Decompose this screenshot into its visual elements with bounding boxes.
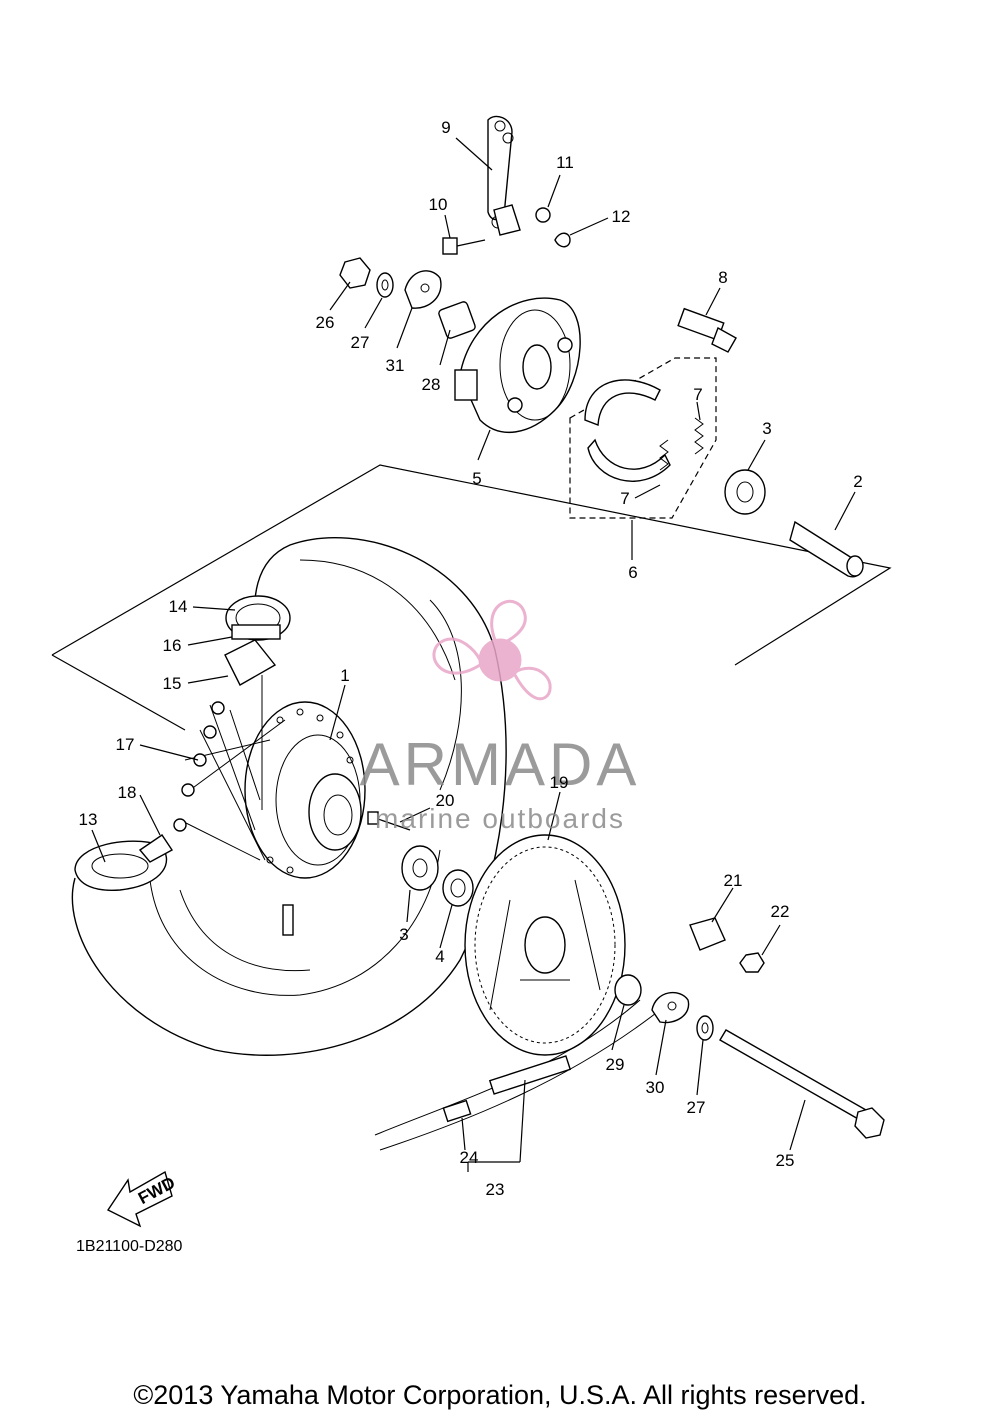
callout-labels: 1 2 3 3 4 5 6 7 7 8 9 10 11 12 13 14 15 … <box>79 118 863 1199</box>
collar-28 <box>438 301 476 339</box>
watermark: ARMADA marine outboards <box>360 599 641 834</box>
callout-20: 20 <box>436 791 455 810</box>
chain-puller-31 <box>404 270 442 309</box>
callout-25: 25 <box>776 1151 795 1170</box>
callout-2: 2 <box>853 472 862 491</box>
callout-24: 24 <box>460 1148 479 1167</box>
callout-1: 1 <box>340 666 349 685</box>
axle-nut-26 <box>339 257 371 289</box>
callout-29: 29 <box>606 1055 625 1074</box>
callout-7-upper: 7 <box>693 385 702 404</box>
watermark-brand: ARMADA <box>360 731 641 798</box>
axle-25 <box>719 1029 885 1139</box>
assembly-outline <box>51 464 892 666</box>
nut-11 <box>535 207 551 223</box>
callout-15: 15 <box>163 674 182 693</box>
callout-16: 16 <box>163 636 182 655</box>
drive-chain <box>374 999 661 1151</box>
callout-6: 6 <box>628 563 637 582</box>
diagram-code: 1B21100-D280 <box>76 1238 183 1255</box>
wheel-hub <box>244 701 366 879</box>
callout-12: 12 <box>612 207 631 226</box>
brake-panel <box>454 297 581 434</box>
oil-seal-4 <box>442 869 474 907</box>
callout-23: 23 <box>486 1180 505 1199</box>
bolt-10 <box>442 237 486 255</box>
callout-9: 9 <box>441 118 450 137</box>
cotter-pin-12 <box>554 232 571 248</box>
callout-22: 22 <box>771 902 790 921</box>
callout-18: 18 <box>118 783 137 802</box>
forward-arrow: FWD <box>106 1170 178 1228</box>
callout-4: 4 <box>435 947 444 966</box>
nut-22 <box>739 952 765 973</box>
bolt-20 <box>367 811 411 831</box>
brake-cam-lever <box>487 115 521 236</box>
bearing-3-lower <box>401 845 439 891</box>
sprocket <box>464 834 626 1056</box>
brake-shoe-set-box <box>569 357 717 519</box>
collar-29 <box>614 974 642 1006</box>
watermark-logo <box>432 599 552 701</box>
callout-26: 26 <box>316 313 335 332</box>
callout-5: 5 <box>472 469 481 488</box>
callout-31: 31 <box>386 356 405 375</box>
callout-13: 13 <box>79 810 98 829</box>
assembly-outline-left <box>51 654 186 731</box>
callout-7-lower: 7 <box>620 489 629 508</box>
callout-10: 10 <box>429 195 448 214</box>
callout-3-upper: 3 <box>762 419 771 438</box>
callout-11: 11 <box>556 153 574 172</box>
watermark-tagline: marine outboards <box>375 803 625 834</box>
leader-lines <box>91 137 856 1172</box>
callout-21: 21 <box>724 871 743 890</box>
spacer-2 <box>789 520 864 578</box>
callout-27-upper: 27 <box>351 333 370 352</box>
copyright-notice: ©2013 Yamaha Motor Corporation, U.S.A. A… <box>133 1380 867 1410</box>
springs <box>659 417 704 471</box>
callout-17: 17 <box>116 735 135 754</box>
callout-30: 30 <box>646 1078 665 1097</box>
washer-27-lower <box>696 1015 714 1041</box>
plate-21 <box>689 917 726 951</box>
bearing-3-upper <box>724 469 766 515</box>
callout-27-lower: 27 <box>687 1098 706 1117</box>
spokes <box>173 675 286 861</box>
chain-puller-30 <box>651 991 690 1024</box>
callout-8: 8 <box>718 268 727 287</box>
callout-19: 19 <box>550 773 569 792</box>
callout-28: 28 <box>422 375 441 394</box>
valve-stem <box>282 904 294 936</box>
tube <box>224 595 291 686</box>
rim-band <box>74 834 174 892</box>
brake-shoes <box>584 379 671 482</box>
washer-27-upper <box>376 272 394 298</box>
callout-3-lower: 3 <box>399 925 408 944</box>
brake-camshaft <box>677 307 737 353</box>
callout-14: 14 <box>169 597 188 616</box>
